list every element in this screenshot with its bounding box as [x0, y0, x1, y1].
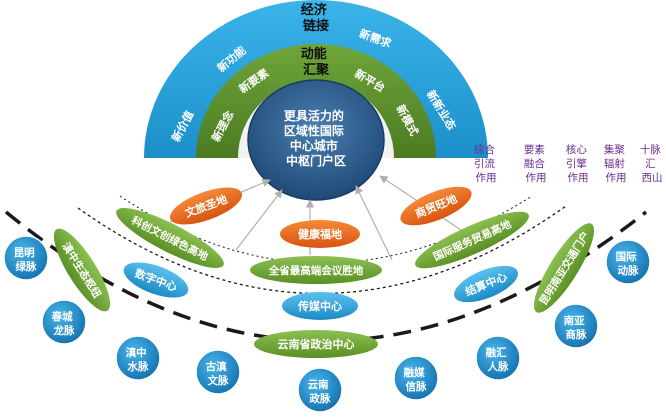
- side-note-2-line-1: 要素: [524, 143, 545, 156]
- vein-ronghui-line-1: 融汇: [486, 346, 507, 359]
- core-line-2: 区域性国际: [284, 123, 344, 138]
- vein-guoji-dong: 国际 动脉: [605, 239, 651, 285]
- side-note-5-line-1: 十脉: [640, 143, 661, 156]
- svg-text:动能 汇聚: 动能 汇聚: [301, 46, 332, 78]
- pill-chuanmei-label: 传媒中心: [297, 299, 342, 313]
- vein-gudian: 古滇 文脉: [195, 349, 241, 395]
- side-note-5-line-2: 汇: [645, 157, 656, 170]
- vein-chuncheng: 春城 龙脉: [41, 299, 87, 345]
- svg-text:十脉 汇 西山: 十脉 汇 西山: [640, 143, 664, 184]
- svg-text:古滇 文脉: 古滇 文脉: [206, 360, 231, 387]
- side-note-1-line-2: 引流: [474, 157, 495, 170]
- vein-dianzhong-shui: 滇中 水脉: [115, 335, 161, 381]
- pill-quansheng-label: 全省最高端会议胜地: [268, 264, 364, 277]
- svg-text:经济 链接: 经济 链接: [301, 2, 332, 34]
- vein-nanya-line-1: 南亚: [564, 314, 585, 327]
- svg-text:南亚 商脉: 南亚 商脉: [564, 314, 589, 341]
- arrow-4: [355, 185, 393, 261]
- side-note-4-line-2: 辐射: [604, 157, 625, 170]
- svg-text:融媒 信脉: 融媒 信脉: [404, 366, 429, 393]
- vein-dianzhong-shui-line-1: 滇中: [126, 346, 147, 359]
- pill-chuanmei: 传媒中心: [282, 292, 358, 320]
- vein-yunnan-zheng: 云南 政脉: [297, 367, 343, 413]
- vein-nanya: 南亚 商脉: [553, 303, 599, 349]
- side-note-4-line-1: 集聚: [604, 143, 625, 156]
- svg-text:国际 动脉: 国际 动脉: [616, 251, 641, 277]
- pill-kunming-nanya-label: 昆明南亚交通门户: [537, 229, 593, 307]
- svg-text:云南 政脉: 云南 政脉: [308, 378, 333, 405]
- side-note-3-line-3: 作用: [568, 172, 589, 184]
- pill-quansheng: 全省最高端会议胜地: [250, 256, 382, 284]
- side-note-1-line-3: 作用: [476, 172, 497, 184]
- vein-yunnan-zheng-line-2: 政脉: [310, 392, 331, 405]
- pill-wenlv: 文旅圣地: [169, 187, 243, 225]
- vein-dianzhong-shui-line-2: 水脉: [127, 360, 149, 373]
- side-note-2-line-3: 作用: [526, 172, 547, 184]
- vein-rongmei-line-1: 融媒: [404, 366, 425, 379]
- svg-text:滇中 水脉: 滇中 水脉: [126, 346, 151, 373]
- core-circle: [247, 79, 385, 201]
- svg-text:昆明 绿脉: 昆明 绿脉: [14, 247, 39, 273]
- vein-rongmei: 融媒 信脉: [393, 355, 439, 401]
- vein-nanya-line-2: 商脉: [566, 328, 587, 341]
- svg-text:融汇 人脉: 融汇 人脉: [486, 346, 511, 373]
- vein-gudian-line-1: 古滇: [206, 360, 227, 373]
- svg-text:集聚 辐射 作用: 集聚 辐射 作用: [604, 143, 628, 184]
- vein-ronghui-line-2: 人脉: [488, 360, 509, 373]
- side-note-3-line-1: 核心: [566, 143, 587, 156]
- svg-text:核心 引擎 作用: 核心 引擎 作用: [566, 143, 590, 184]
- side-notes: 综合 引流 作用 要素 融合 作用 核心 引擎 作用 集聚 辐射 作用 十脉 汇…: [474, 143, 664, 184]
- core-line-4: 中枢门户区: [286, 153, 346, 168]
- outer-top-line-2: 链接: [302, 18, 329, 34]
- pill-jiesuan: 结算中心: [454, 265, 518, 303]
- vein-chuncheng-line-2: 龙脉: [53, 324, 75, 337]
- outer-top-line-1: 经济: [301, 2, 328, 18]
- pill-jiankang: 健康福地: [280, 220, 360, 248]
- svg-text:春城 龙脉: 春城 龙脉: [52, 310, 77, 337]
- vein-kunming-lv-line-1: 昆明: [14, 247, 35, 259]
- pill-yunnan-zhengzhi-label: 云南省政治中心: [278, 337, 355, 351]
- vein-yunnan-zheng-line-1: 云南: [308, 378, 329, 391]
- middle-top-line-1: 动能: [301, 46, 327, 62]
- vein-kunming-lv-line-2: 绿脉: [16, 260, 37, 273]
- arrow-2: [235, 189, 283, 251]
- svg-text:综合 引流 作用: 综合 引流 作用: [474, 143, 498, 184]
- pill-yunnan-zhengzhi: 云南省政治中心: [254, 330, 378, 358]
- vein-ronghui: 融汇 人脉: [475, 335, 521, 381]
- svg-text:更具活力的 区域性国际 中心城市 中: 更具活力的 区域性国际 中心城市 中枢门户区: [284, 108, 348, 168]
- vein-guoji-dong-line-1: 国际: [616, 251, 637, 263]
- pill-shangmao: 商贸旺地: [400, 186, 472, 226]
- middle-top-line-2: 汇聚: [303, 63, 330, 78]
- pill-shuzi: 数字中心: [123, 262, 189, 298]
- side-note-5-line-3: 西山: [642, 172, 663, 184]
- core-line-1: 更具活力的: [284, 108, 344, 123]
- side-note-4-line-3: 作用: [606, 172, 627, 184]
- core-line-3: 中心城市: [290, 138, 338, 153]
- vein-rongmei-line-2: 信脉: [406, 380, 427, 393]
- side-note-3-line-2: 引擎: [566, 157, 587, 170]
- inner-dotted-ring: [77, 205, 567, 295]
- pill-jiankang-label: 健康福地: [298, 227, 342, 241]
- vein-kunming-lv: 昆明 绿脉: [3, 235, 49, 281]
- pill-kunming-nanya: 昆明南亚交通门户: [533, 223, 595, 313]
- vein-guoji-dong-line-2: 动脉: [618, 264, 639, 277]
- side-note-2-line-2: 融合: [524, 157, 545, 170]
- side-note-1-line-1: 综合: [474, 143, 495, 156]
- vein-gudian-line-2: 文脉: [207, 374, 229, 387]
- svg-text:要素 融合 作用: 要素 融合 作用: [524, 143, 548, 184]
- vein-chuncheng-line-1: 春城: [52, 310, 73, 323]
